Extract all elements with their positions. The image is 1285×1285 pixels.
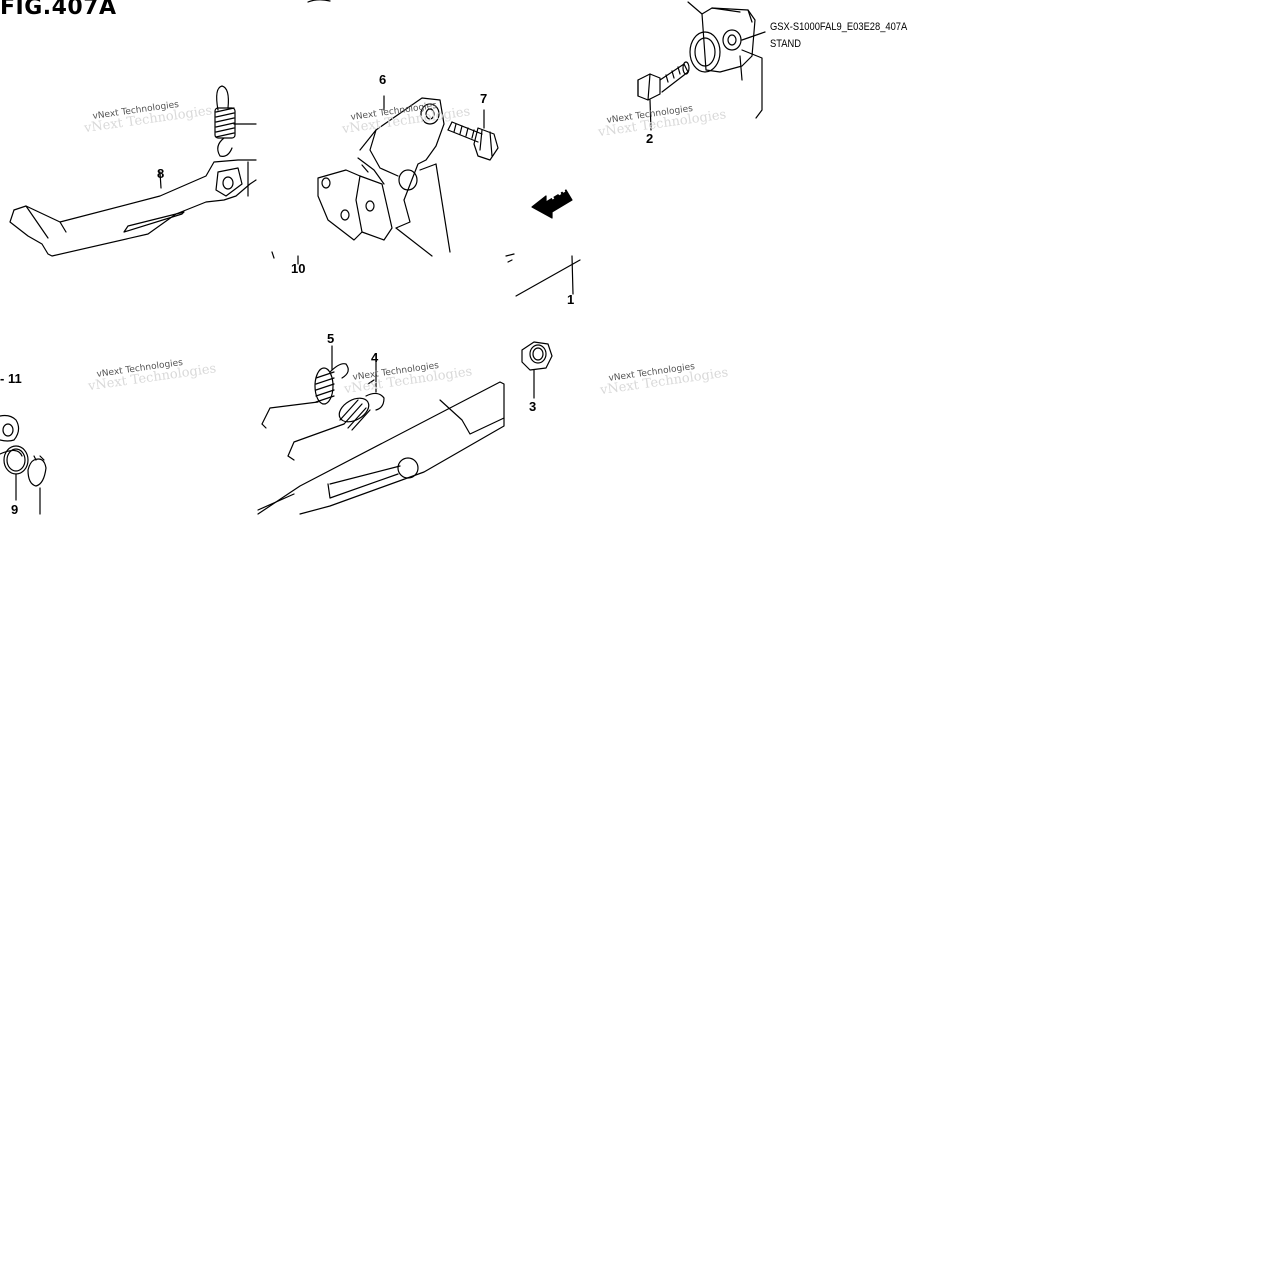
callout-4[interactable]: 4 xyxy=(371,350,379,365)
callout-5[interactable]: 5 xyxy=(327,331,335,346)
figure-reference-code: GSX-S1000FAL9_E03E28_407A xyxy=(770,21,908,33)
callout-3[interactable]: 3 xyxy=(529,399,537,414)
part-2-pivot-bolt-drawing xyxy=(637,61,690,131)
callout-2[interactable]: 2 xyxy=(646,131,654,146)
pedal-return-spring-drawing xyxy=(214,85,257,157)
fwd-arrow-drawing xyxy=(531,189,573,219)
callout-6[interactable]: 6 xyxy=(379,72,387,87)
callout-8[interactable]: 8 xyxy=(157,166,165,181)
callout-11-leader: - xyxy=(0,371,8,386)
partial-arc-top xyxy=(307,0,331,3)
part-4-spring-drawing xyxy=(287,361,385,461)
part-1-stand-body-drawing xyxy=(257,381,505,515)
part-9-11-rings-drawing xyxy=(0,414,47,515)
part-8-pedal-drawing xyxy=(9,159,257,257)
part-1-stand-lines xyxy=(505,253,581,297)
part-5-spring-drawing xyxy=(261,345,349,429)
part-7-bolt-drawing xyxy=(447,109,499,161)
callout-11-number: 11 xyxy=(7,371,22,386)
figure-title: FIG.407A xyxy=(0,0,117,20)
callout-1[interactable]: 1 xyxy=(567,292,575,307)
part-3-nut-drawing xyxy=(521,341,553,399)
callout-10[interactable]: 10 xyxy=(291,261,306,276)
callout-11[interactable]: - 11 xyxy=(0,372,22,386)
callout-7[interactable]: 7 xyxy=(480,91,488,106)
callout-9[interactable]: 9 xyxy=(11,502,19,517)
stand-pivot-bracket-drawing xyxy=(687,1,766,119)
section-name: STAND xyxy=(770,38,801,50)
part-6-stand-bracket-drawing xyxy=(317,95,451,257)
